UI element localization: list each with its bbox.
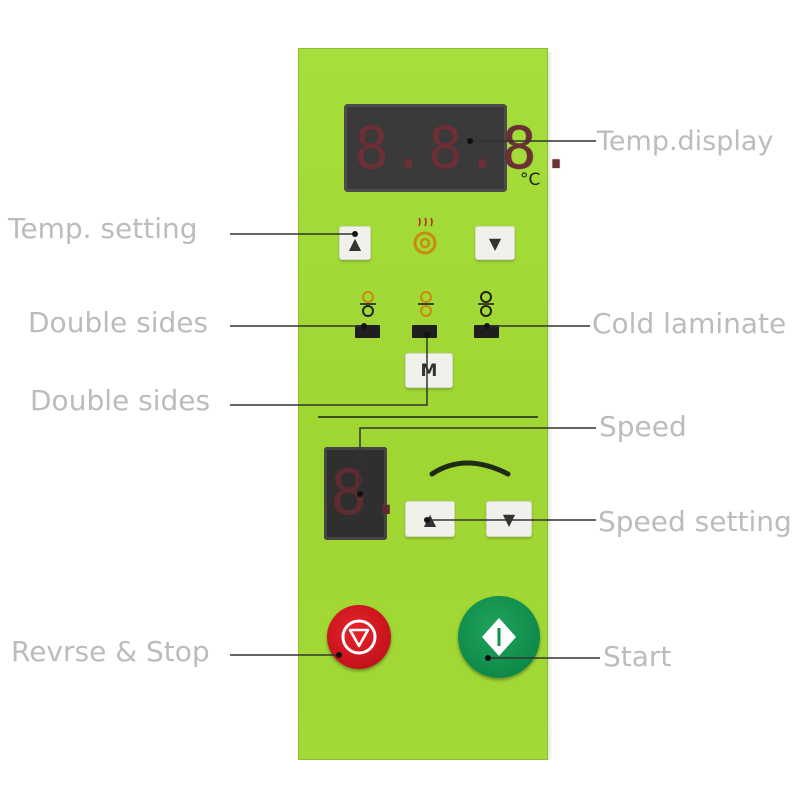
temp-up-button[interactable]: ▲ — [339, 226, 371, 260]
led-cold-laminate — [474, 325, 499, 338]
temp-down-button[interactable]: ▼ — [475, 226, 515, 260]
temperature-display: 8.8.8. — [344, 104, 576, 192]
temperature-unit: °C — [520, 170, 541, 190]
label-start: Start — [603, 640, 672, 673]
up-arrow-icon: ▲ — [348, 233, 362, 253]
label-double-sides-2: Double sides — [30, 384, 211, 417]
down-arrow-icon: ▼ — [502, 509, 516, 529]
reverse-stop-button[interactable] — [327, 605, 391, 669]
temperature-digits: 8.8.8. — [354, 114, 576, 182]
label-double-sides-1: Double sides — [28, 306, 209, 339]
label-temp-setting: Temp. setting — [8, 212, 198, 245]
speed-digits: 8. — [330, 456, 405, 529]
up-arrow-icon: ▲ — [423, 509, 437, 529]
speed-down-button[interactable]: ▼ — [486, 501, 532, 537]
label-temp-display: Temp.display — [597, 126, 774, 157]
mode-button[interactable]: M — [405, 353, 453, 388]
speed-up-button[interactable]: ▲ — [405, 501, 455, 537]
mode-button-label: M — [420, 360, 438, 381]
label-speed-setting: Speed setting — [598, 505, 792, 538]
panel-shadow — [548, 52, 553, 760]
start-button[interactable] — [458, 596, 540, 678]
label-speed: Speed — [599, 410, 687, 443]
panel-divider — [318, 416, 538, 418]
led-double-sides-left — [355, 325, 380, 338]
speed-display: 8. — [324, 447, 405, 540]
down-arrow-icon: ▼ — [488, 233, 502, 253]
label-reverse-stop: Revrse & Stop — [11, 635, 210, 668]
led-double-sides-center — [412, 325, 437, 338]
label-cold-laminate: Cold laminate — [592, 307, 787, 340]
